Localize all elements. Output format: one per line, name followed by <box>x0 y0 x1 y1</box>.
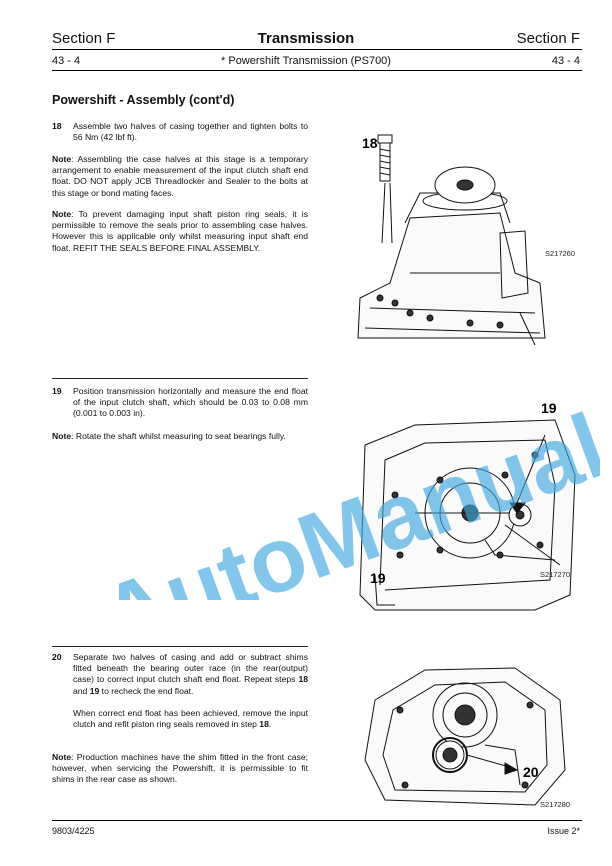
note-label: Note <box>52 154 72 164</box>
callout-19: 19 <box>541 400 557 416</box>
figure-end-float-measurement: 19 19 <box>359 400 576 611</box>
note-18a: Note: Assembling the case halves at this… <box>52 154 308 199</box>
footer-rule <box>52 820 582 821</box>
note-label: Note <box>52 431 72 441</box>
section-heading: Powershift - Assembly (cont'd) <box>52 93 235 107</box>
step-number: 18 <box>52 121 62 131</box>
note-text: : Assembling the case halves at this sta… <box>52 154 308 198</box>
note-text: : Production machines have the shim fitt… <box>52 752 308 785</box>
note-text: : To prevent damaging input shaft piston… <box>52 209 308 253</box>
step-ref: 18 <box>298 674 308 685</box>
step-number: 19 <box>52 386 62 396</box>
step-ref: 19 <box>89 685 100 696</box>
section-label-right: Section F <box>516 30 580 47</box>
note-label: Note <box>52 752 72 762</box>
figure-casing-bolts: 18 <box>357 134 546 345</box>
issue-label: Issue 2* <box>547 826 580 836</box>
note-label: Note <box>52 209 72 219</box>
step-18: 18 Assemble two halves of casing togethe… <box>52 121 308 143</box>
text-run: When correct end float has been achieved… <box>73 708 308 730</box>
page-number-right: 43 - 4 <box>551 55 580 67</box>
step-20: 20 Separate two halves of casing and add… <box>52 652 308 697</box>
text-run: and <box>73 685 90 696</box>
step-number: 20 <box>52 652 62 662</box>
step-text: Assemble two halves of casing together a… <box>73 121 308 143</box>
text-run: Separate two halves of casing and add or… <box>73 652 308 685</box>
divider <box>52 378 308 379</box>
note-text: : Rotate the shaft whilst measuring to s… <box>71 431 286 441</box>
callout-20: 20 <box>523 764 539 780</box>
figure-shim-location: 20 <box>364 667 566 806</box>
text-run: . <box>268 719 272 730</box>
figure-code: S217280 <box>540 800 571 809</box>
header-rule <box>52 49 582 50</box>
note-20: Note: Production machines have the shim … <box>52 752 308 786</box>
document-code: 9803/4225 <box>52 826 95 836</box>
section-label-left: Section F <box>52 30 116 47</box>
page-number-left: 43 - 4 <box>52 55 81 67</box>
divider <box>52 646 308 647</box>
figure-code: S217260 <box>545 249 576 258</box>
step-text: Separate two halves of casing and add or… <box>73 652 308 697</box>
callout-18: 18 <box>362 135 378 151</box>
callout-19-dial: 19 <box>370 570 386 586</box>
step-19: 19 Position transmission horizontally an… <box>52 386 308 420</box>
figure-code: S217270 <box>540 570 571 579</box>
page-subtitle: * Powershift Transmission (PS700) <box>221 55 391 67</box>
step-ref: 18 <box>259 719 269 730</box>
step-20-paragraph: When correct end float has been achieved… <box>73 708 308 730</box>
text-run: to recheck the end float. <box>99 685 194 696</box>
step-text: Position transmission horizontally and m… <box>73 386 308 419</box>
subheader-rule <box>52 70 582 71</box>
note-18b: Note: To prevent damaging input shaft pi… <box>52 209 308 254</box>
note-19: Note: Rotate the shaft whilst measuring … <box>52 431 308 442</box>
page-title: Transmission <box>257 30 355 47</box>
